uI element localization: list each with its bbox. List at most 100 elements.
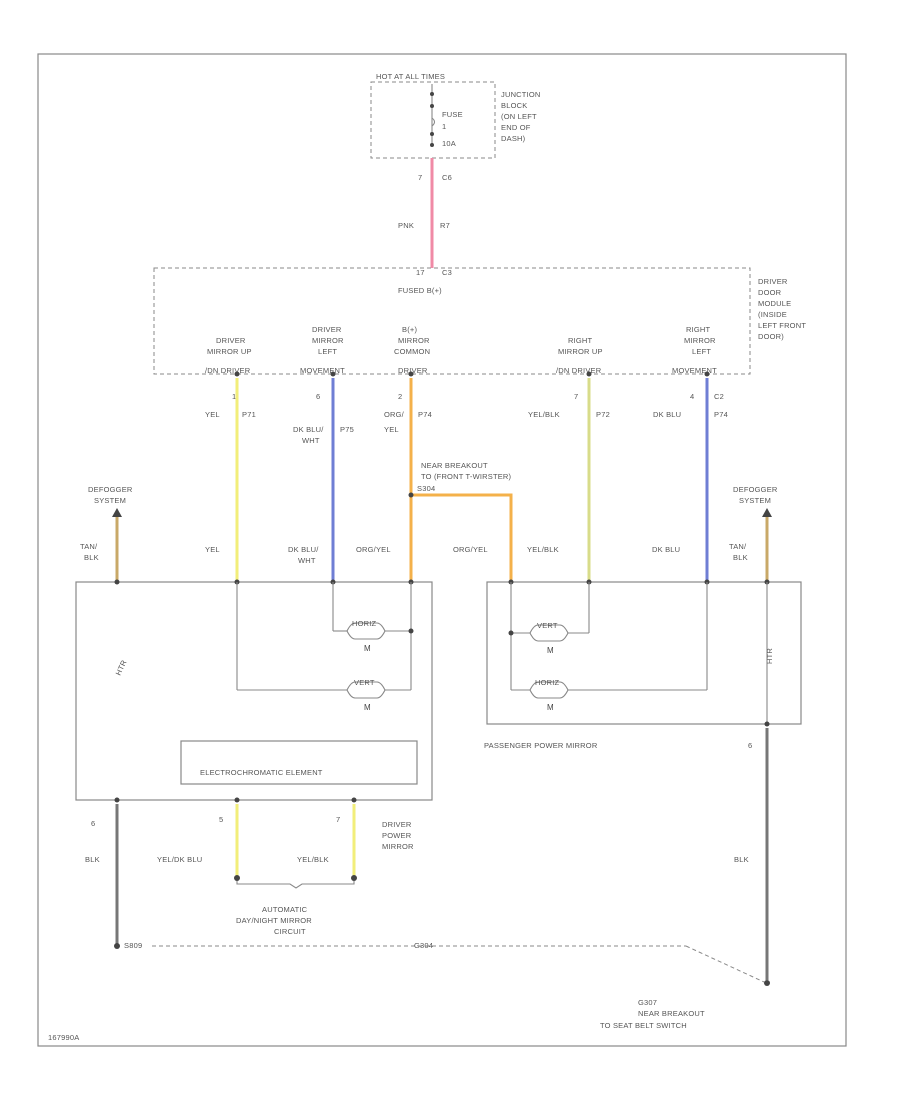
- driver-mirror-title-1: DRIVER: [382, 820, 412, 829]
- breakout-line-2: TO (FRONT T-WIRSTER): [421, 472, 512, 481]
- passenger-motor-vert: [529, 624, 569, 642]
- output-3-line-2: MIRROR: [398, 336, 430, 345]
- junction-header: HOT AT ALL TIMES: [376, 72, 445, 81]
- driver-wire-label-yel: YEL: [205, 545, 220, 554]
- passenger-wire-blk: BLK: [734, 855, 749, 864]
- defogger-left-wire-2: BLK: [84, 553, 99, 562]
- module-desc-2: DOOR: [758, 288, 782, 297]
- output-5-line-3: LEFT: [692, 347, 711, 356]
- driver-bottom-wire-blk: BLK: [85, 855, 100, 864]
- breakout-splice: S304: [417, 484, 435, 493]
- auto-circuit-line-1: AUTOMATIC: [262, 905, 308, 914]
- driver-bottom-wire-yelblk: YEL/BLK: [297, 855, 329, 864]
- passenger-wire-label-orgyel: ORG/YEL: [453, 545, 488, 554]
- defogger-left: DEFOGGER SYSTEM TAN/ BLK: [80, 485, 133, 580]
- connector-c2: C2: [714, 392, 724, 401]
- defogger-right-line-1: DEFOGGER: [733, 485, 778, 494]
- passenger-mirror-title: PASSENGER POWER MIRROR: [484, 741, 598, 750]
- module-desc-5: LEFT FRONT: [758, 321, 806, 330]
- fuse-label: FUSE: [442, 110, 463, 119]
- junction-desc-1: JUNCTION: [501, 90, 541, 99]
- defogger-left-line-2: SYSTEM: [94, 496, 126, 505]
- passenger-motor-vert-label: VERT: [537, 621, 558, 630]
- fuse-amperage: 10A: [442, 139, 456, 148]
- output-5-line-2: MIRROR: [684, 336, 716, 345]
- passenger-heater-label: HTR: [765, 648, 774, 664]
- output-1-line-2: MIRROR UP: [207, 347, 252, 356]
- driver-motor-vert-label: VERT: [354, 678, 375, 687]
- fuse-number: 1: [442, 122, 446, 131]
- module-fused-bplus: FUSED B(+): [398, 286, 442, 295]
- driver-power-mirror: HORIZ M VERT M HTR ELECTROCHROMATIC ELEM…: [75, 579, 433, 803]
- feed-wire-circuit: R7: [440, 221, 450, 230]
- auto-circuit-line-3: CIRCUIT: [274, 927, 306, 936]
- module-desc-1: DRIVER: [758, 277, 788, 286]
- wire-4-color: YEL/BLK: [528, 410, 560, 419]
- module-top-pin: 17: [416, 268, 425, 277]
- driver-bottom-wire-yeldkblu: YEL/DK BLU: [157, 855, 202, 864]
- org-wire-passenger: [411, 493, 513, 580]
- pin-1: 1: [232, 392, 236, 401]
- driver-door-module: 17 C3 FUSED B(+) DRIVER DOOR MODULE (INS…: [153, 267, 806, 375]
- passenger-power-mirror: VERT M HORIZ M HTR: [486, 579, 802, 727]
- breakout-line-1: NEAR BREAKOUT: [421, 461, 488, 470]
- diagram-code: 167990A: [48, 1033, 79, 1042]
- module-pins: [234, 371, 710, 377]
- output-1-line-1: DRIVER: [216, 336, 246, 345]
- driver-motor-horiz-m: M: [364, 644, 371, 653]
- electrochromatic-element-label: ELECTROCHROMATIC ELEMENT: [200, 768, 323, 777]
- driver-motor-vert: [346, 681, 386, 699]
- ground-splice-left: S809: [124, 941, 142, 950]
- wire-5-circuit: P74: [714, 410, 728, 419]
- output-3-line-3: COMMON: [394, 347, 430, 356]
- driver-heater-label: HTR: [114, 658, 129, 677]
- passenger-motor-horiz: [529, 681, 569, 699]
- junction-block: HOT AT ALL TIMES FUSE 1 10A JUNCTION BLO…: [370, 72, 541, 182]
- output-3-line-4: DRIVER: [398, 366, 428, 375]
- driver-mirror-title-3: MIRROR: [382, 842, 414, 851]
- wire-1-circuit: P71: [242, 410, 256, 419]
- output-2-line-2: MIRROR: [312, 336, 344, 345]
- junction-connector: C6: [442, 173, 452, 182]
- junction-desc-4: END OF: [501, 123, 531, 132]
- driver-motor-vert-m: M: [364, 703, 371, 712]
- wire-3-color-2: YEL: [384, 425, 399, 434]
- ground-label-2: NEAR BREAKOUT: [638, 1009, 705, 1018]
- driver-bottom-pin-5: 5: [219, 815, 223, 824]
- output-3-line-1: B(+): [402, 325, 417, 334]
- driver-wire-label-wht: WHT: [298, 556, 316, 565]
- passenger-motor-horiz-label: HORIZ: [535, 678, 560, 687]
- pin-4: 4: [690, 392, 694, 401]
- junction-desc-5: DASH): [501, 134, 526, 143]
- ground-label-1: G307: [638, 998, 657, 1007]
- pin-2: 2: [398, 392, 402, 401]
- output-5-line-1: RIGHT: [686, 325, 711, 334]
- driver-mirror-title-2: POWER: [382, 831, 412, 840]
- defogger-left-line-1: DEFOGGER: [88, 485, 133, 494]
- module-desc-3: MODULE: [758, 299, 791, 308]
- automatic-day-night-circuit: AUTOMATIC DAY/NIGHT MIRROR CIRCUIT: [234, 875, 357, 936]
- defogger-right-wire-2: BLK: [733, 553, 748, 562]
- wire-1-color: YEL: [205, 410, 220, 419]
- output-2-line-4: MOVEMENT: [300, 366, 345, 375]
- feed-wire-color: PNK: [398, 221, 414, 230]
- wire-2-color: DK BLU/: [293, 425, 324, 434]
- junction-pin: 7: [418, 173, 422, 182]
- output-2-line-3: LEFT: [318, 347, 337, 356]
- passenger-motor-horiz-m: M: [547, 703, 554, 712]
- passenger-wire-label-yelblk: YEL/BLK: [527, 545, 559, 554]
- defogger-right-wire-1: TAN/: [729, 542, 747, 551]
- defogger-right: DEFOGGER SYSTEM TAN/ BLK: [729, 485, 778, 580]
- driver-wire-label-dkblu: DK BLU/: [288, 545, 319, 554]
- output-4-line-3: /DN DRIVER: [556, 366, 602, 375]
- junction-desc-3: (ON LEFT: [501, 112, 537, 121]
- wire-3-circuit: P74: [418, 410, 432, 419]
- output-2-line-1: DRIVER: [312, 325, 342, 334]
- junction-desc-2: BLOCK: [501, 101, 527, 110]
- wire-3-color: ORG/: [384, 410, 405, 419]
- module-desc-6: DOOR): [758, 332, 784, 341]
- electrochromatic-element: [180, 740, 418, 785]
- pin-6: 6: [316, 392, 320, 401]
- passenger-motor-vert-m: M: [547, 646, 554, 655]
